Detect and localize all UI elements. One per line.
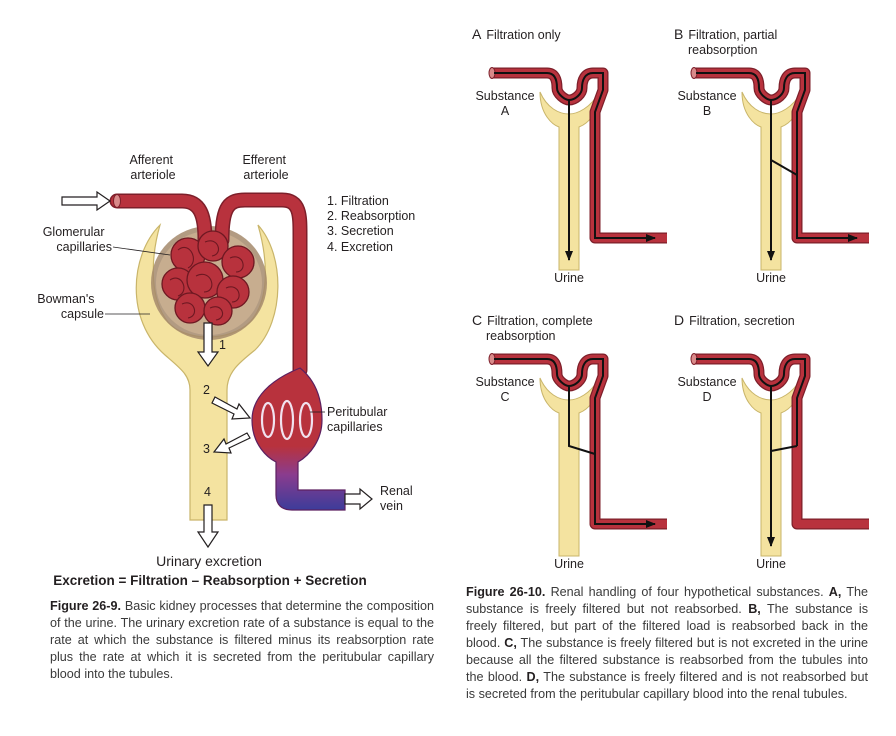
step-number-2: 2 bbox=[203, 383, 210, 397]
afferent-inflow-arrow bbox=[61, 190, 112, 212]
panel-c-urine-label: Urine bbox=[554, 557, 584, 571]
peritubular-capillaries bbox=[251, 367, 346, 511]
glomerular-leader bbox=[112, 246, 171, 256]
caption-item-c-key: C, bbox=[504, 636, 517, 650]
panel-b-title-line1: Filtration, partial bbox=[688, 28, 777, 42]
panel-a-letter: A bbox=[472, 26, 482, 42]
substance-blood-d bbox=[770, 358, 806, 446]
caption-item-b-key: B, bbox=[748, 602, 761, 616]
glomerular-coil-lines bbox=[169, 240, 244, 321]
substance-path-d bbox=[696, 358, 772, 387]
efferent-arteriole-fill bbox=[216, 194, 306, 376]
step-number-1: 1 bbox=[219, 338, 226, 352]
panel-c-title-line1: Filtration, complete bbox=[487, 314, 593, 328]
substance-path-c bbox=[494, 358, 570, 387]
figure-26-9: Afferent arteriole Efferent arteriole Gl… bbox=[37, 153, 419, 588]
panel-c-letter: C bbox=[472, 312, 482, 328]
caption-item-c-text: The substance is freely filtered but is … bbox=[466, 636, 868, 684]
panel-d-letter: D bbox=[674, 312, 684, 328]
substance-blood-a bbox=[568, 72, 656, 242]
figure-26-10-caption: Figure 26-10. Renal handling of four hyp… bbox=[466, 584, 868, 703]
panel-a-urine-label: Urine bbox=[554, 271, 584, 285]
glomerular-label: Glomerular capillaries bbox=[43, 225, 112, 254]
efferent-label: Efferent arteriole bbox=[242, 153, 289, 182]
caption-item-d-text: The substance is freely filtered and is … bbox=[466, 670, 868, 701]
process-list: 1. Filtration 2. Reabsorption 3. Secreti… bbox=[327, 194, 419, 254]
panel-d-substance-word: Substance bbox=[677, 375, 736, 389]
panel-c-substance-letter: C bbox=[500, 390, 509, 404]
substance-reabsorb-b bbox=[770, 159, 798, 176]
panel-d-urine-label: Urine bbox=[756, 557, 786, 571]
bowman-label: Bowman's capsule bbox=[37, 292, 104, 321]
excretion-equation: Excretion = Filtration – Reabsorption + … bbox=[53, 573, 367, 588]
panel-b-substance-word: Substance bbox=[677, 89, 736, 103]
figure-26-9-caption-text: Basic kidney processes that determine th… bbox=[50, 599, 434, 681]
step-number-4: 4 bbox=[204, 485, 211, 499]
panel-a-substance-letter: A bbox=[501, 104, 510, 118]
renal-vein-arrow bbox=[344, 487, 373, 511]
excretion-arrow bbox=[196, 504, 220, 549]
panel-a-title: A Filtration only bbox=[472, 26, 561, 42]
substance-reabsorb-c bbox=[568, 386, 596, 455]
panel-a-title-line1: Filtration only bbox=[486, 28, 561, 42]
figure-26-10-caption-intro: Renal handling of four hypothetical subs… bbox=[550, 585, 824, 599]
panel-b-urine-label: Urine bbox=[756, 271, 786, 285]
caption-item-a-key: A, bbox=[828, 585, 842, 599]
glomerular-tuft bbox=[161, 230, 255, 326]
substance-path-a bbox=[494, 72, 570, 101]
caption-item-a-text: The substance is freely filtered but not… bbox=[466, 585, 869, 616]
afferent-label: Afferent arteriole bbox=[129, 153, 176, 182]
substance-blood-c bbox=[568, 358, 656, 528]
panel-a-substance-word: Substance bbox=[475, 89, 534, 103]
urinary-excretion-label: Urinary excretion bbox=[156, 553, 262, 569]
panel-b-letter: B bbox=[674, 26, 683, 42]
panel-c-substance-word: Substance bbox=[475, 375, 534, 389]
figure-26-9-caption-title: Figure 26-9. bbox=[50, 599, 121, 613]
panel-c-title-line2: reabsorption bbox=[486, 329, 556, 343]
reabsorption-arrow bbox=[211, 396, 252, 420]
flow-arrows bbox=[61, 190, 373, 549]
secretion-arrow bbox=[212, 432, 251, 454]
panel-d-title: D Filtration, secretion bbox=[674, 312, 795, 328]
afferent-lumen bbox=[113, 194, 121, 208]
caption-item-b-text: The substance is freely filtered, but pa… bbox=[466, 602, 869, 650]
panel-b-title-line2: reabsorption bbox=[688, 43, 758, 57]
figure-26-10-caption-title: Figure 26-10. bbox=[466, 585, 546, 599]
peritubular-label: Peritubular capillaries bbox=[327, 405, 391, 434]
substance-blood-b bbox=[770, 72, 858, 242]
afferent-arteriole-fill bbox=[111, 195, 211, 246]
caption-item-d-key: D, bbox=[526, 670, 540, 684]
panel-b-substance-letter: B bbox=[703, 104, 711, 118]
filtration-arrow bbox=[196, 322, 220, 368]
renal-vein-label: Renal vein bbox=[380, 484, 416, 513]
peritubular-loops bbox=[260, 399, 314, 441]
panel-d-substance-letter: D bbox=[702, 390, 711, 404]
substance-path-b bbox=[696, 72, 772, 101]
step-number-3: 3 bbox=[203, 442, 210, 456]
panel-d-title-line1: Filtration, secretion bbox=[689, 314, 795, 328]
figure-26-9-caption: Figure 26-9. Basic kidney processes that… bbox=[50, 598, 434, 683]
